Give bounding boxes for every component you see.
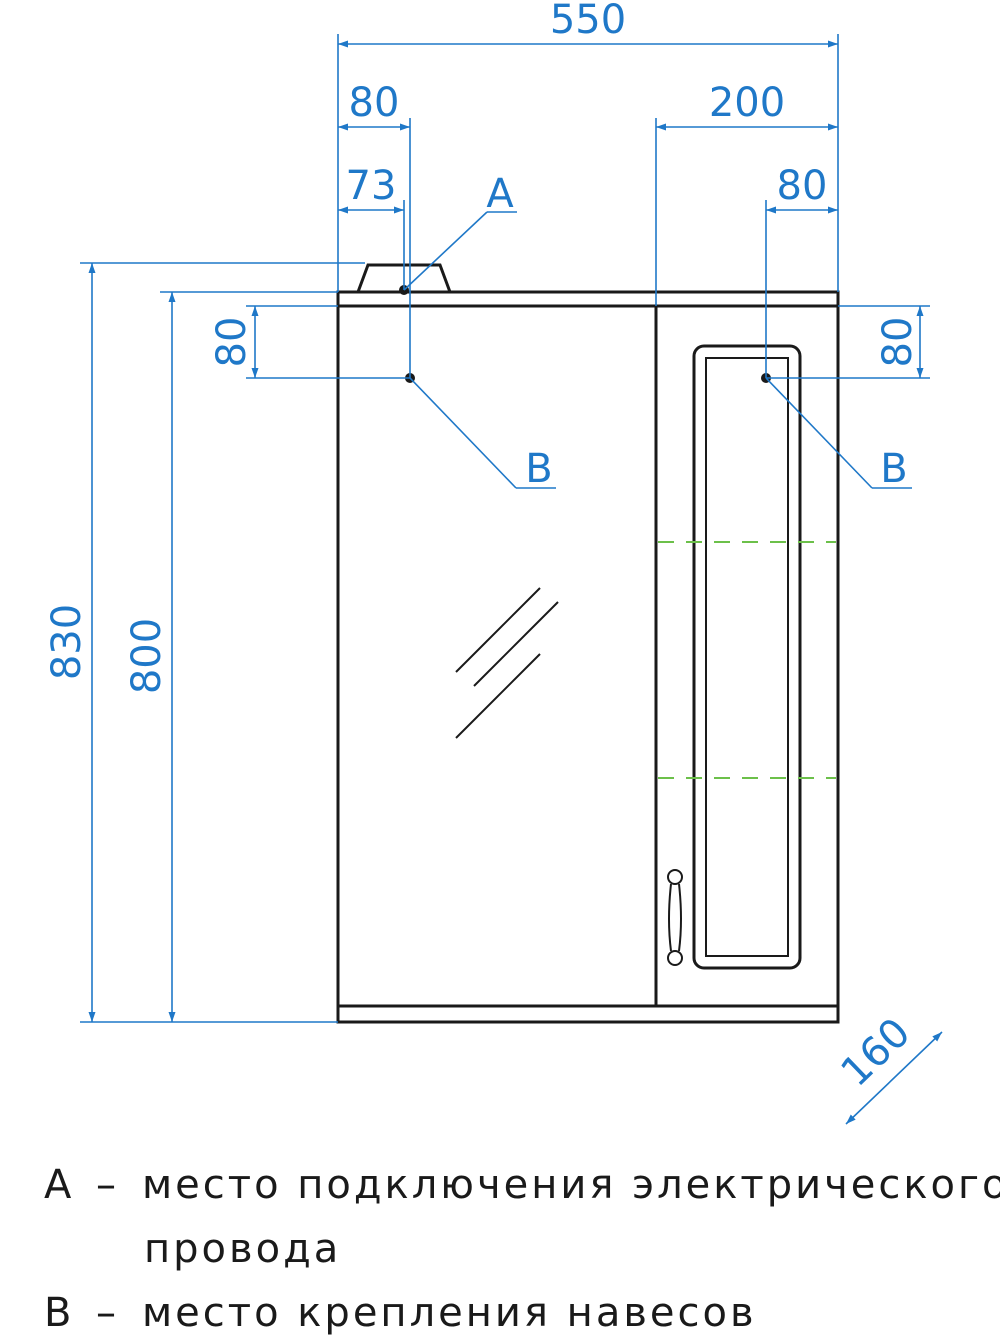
dim-text-right-section: 200 xyxy=(709,80,785,126)
leader-b-right xyxy=(765,377,912,489)
leader-b-left xyxy=(409,377,556,489)
dimension-height-total xyxy=(80,262,365,1023)
cabinet-outline xyxy=(336,263,840,1024)
dimension-width-total xyxy=(337,34,839,292)
marker-label-b-right: B xyxy=(880,446,907,492)
dim-text-width-total: 550 xyxy=(550,0,626,43)
dimension-left-vertical xyxy=(246,305,410,379)
legend-key-a: A xyxy=(44,1162,75,1208)
mirror-glare xyxy=(455,587,559,739)
door-frame xyxy=(692,344,802,970)
marker-label-a: A xyxy=(486,171,514,217)
dim-text-right-vertical: 80 xyxy=(875,317,921,368)
dim-text-height-total: 830 xyxy=(44,604,90,680)
legend-item-b: B–место крепления навесов xyxy=(44,1290,757,1336)
dim-text-left-vertical: 80 xyxy=(209,317,255,368)
dimension-right-section xyxy=(655,118,838,306)
legend-item-a: A–место подключения электрического xyxy=(44,1162,1000,1208)
legend-text-b: место крепления навесов xyxy=(142,1290,757,1336)
dimension-left-offset-a xyxy=(338,118,411,378)
dimension-right-offset xyxy=(765,200,838,378)
dim-text-right-offset: 80 xyxy=(777,163,828,209)
legend-dash-a: – xyxy=(96,1162,119,1208)
dimension-right-vertical xyxy=(766,305,930,379)
legend-dash-b: – xyxy=(96,1290,119,1336)
dimension-left-offset-b xyxy=(338,200,405,290)
dimension-height-body xyxy=(160,291,338,1022)
dimension-depth xyxy=(845,1031,943,1125)
marker-label-b-left: B xyxy=(525,446,552,492)
legend-key-b: B xyxy=(44,1290,75,1336)
dim-text-depth: 160 xyxy=(833,1010,920,1096)
dim-text-left-offset-b: 73 xyxy=(346,163,397,209)
door-handle xyxy=(667,869,683,966)
legend-text-a: место подключения электрического xyxy=(142,1162,1000,1208)
leader-a xyxy=(403,211,517,291)
bottom-board xyxy=(336,1004,840,1024)
dim-text-left-offset-a: 80 xyxy=(349,80,400,126)
cabinet-body xyxy=(336,304,840,1008)
legend-text-a-continued: провода xyxy=(144,1226,342,1272)
dim-text-height-body: 800 xyxy=(124,618,170,694)
top-board xyxy=(336,290,840,308)
